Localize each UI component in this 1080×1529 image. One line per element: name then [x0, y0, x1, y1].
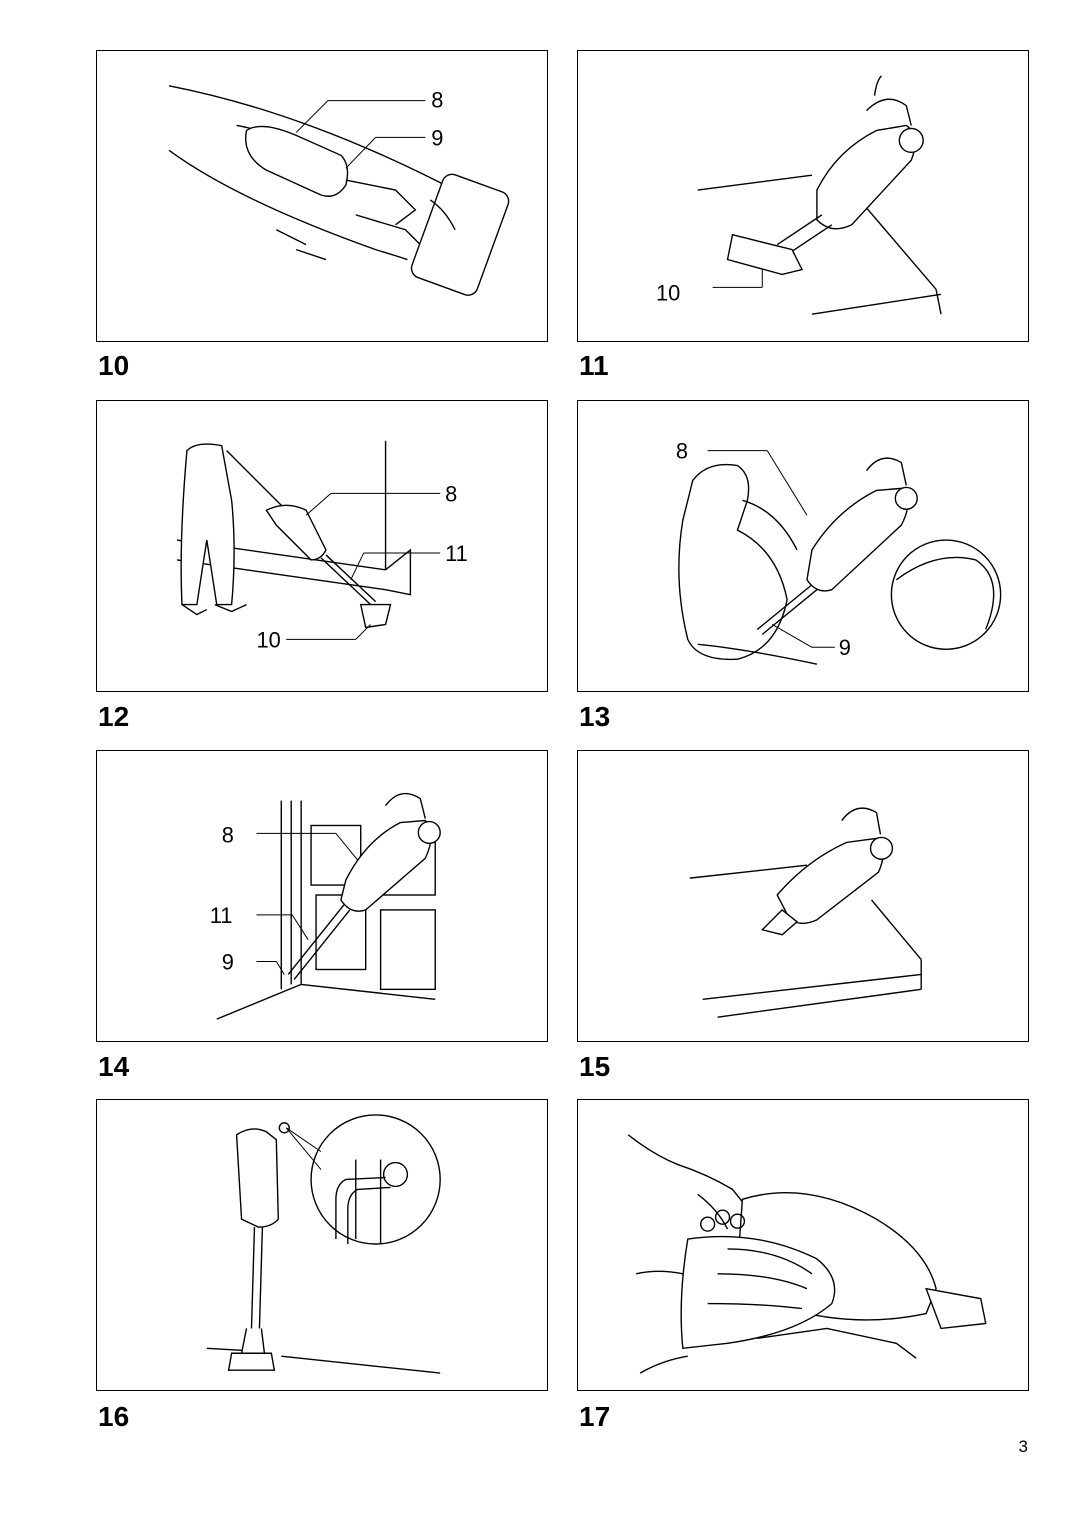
figure-17-illustration [627, 1134, 987, 1374]
fig10-callout-9: 9 [431, 125, 443, 150]
figure-13-panel: 8 9 [577, 400, 1029, 692]
figure-14-panel: 8 11 9 [96, 750, 548, 1042]
fig10-callout-8: 8 [431, 88, 443, 113]
figure-10-panel: 8 9 [96, 50, 548, 342]
fig11-callout-10: 10 [656, 280, 680, 305]
figure-12-panel: 8 11 10 [96, 400, 548, 692]
figure-14-illustration: 8 11 9 [210, 792, 441, 1020]
figure-15-illustration [689, 807, 922, 1018]
page-number: 3 [1018, 1437, 1028, 1456]
figure-13-number: 13 [579, 701, 611, 732]
figure-14-number: 14 [98, 1051, 130, 1082]
fig12-callout-11: 11 [445, 541, 468, 566]
figure-16-panel [96, 1099, 548, 1391]
figure-11-number: 11 [579, 350, 609, 381]
figure-13-illustration: 8 9 [676, 439, 1002, 665]
figure-17-panel [577, 1099, 1029, 1391]
fig14-callout-9: 9 [222, 949, 234, 974]
fig13-callout-8: 8 [676, 439, 688, 464]
fig13-callout-9: 9 [839, 635, 851, 660]
figure-15-panel [577, 750, 1029, 1042]
figure-12-number: 12 [98, 701, 130, 732]
figure-11-illustration: 10 [656, 75, 942, 315]
fig14-callout-11: 11 [210, 903, 233, 928]
figure-16-illustration [206, 1114, 441, 1374]
figure-11-panel: 10 [577, 50, 1029, 342]
figure-12-illustration: 8 11 10 [176, 440, 468, 652]
figure-10-illustration: 8 9 [168, 85, 510, 296]
fig12-callout-8: 8 [445, 481, 457, 506]
fig14-callout-8: 8 [222, 822, 234, 847]
figure-17-number: 17 [579, 1401, 611, 1432]
fig12-callout-10: 10 [256, 627, 280, 652]
figure-16-number: 16 [98, 1401, 130, 1432]
figure-10-number: 10 [98, 350, 130, 381]
figure-15-number: 15 [579, 1051, 611, 1082]
